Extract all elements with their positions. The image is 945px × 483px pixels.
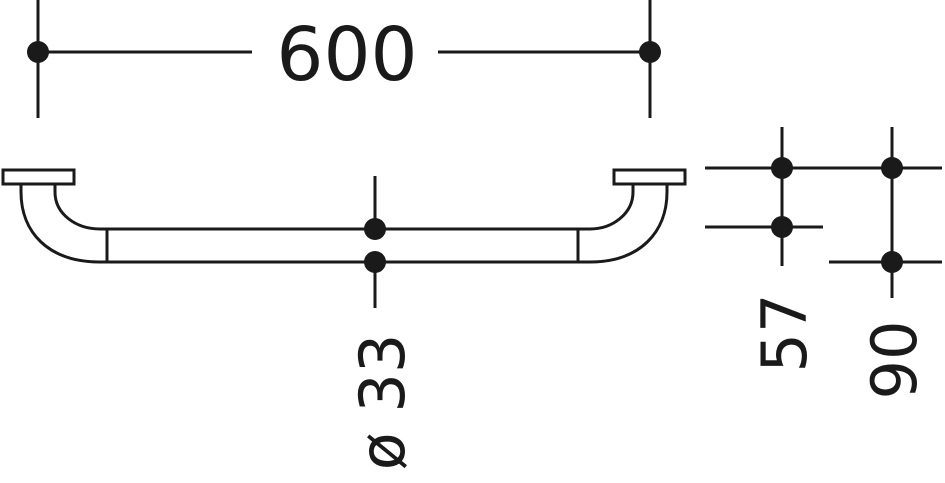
- diameter-label: ø 33: [346, 334, 419, 471]
- depth-label: 90: [858, 321, 931, 400]
- depth-dimension: 90: [829, 127, 942, 399]
- projection-label: 57: [748, 294, 821, 373]
- left-bend-inner: [53, 184, 101, 231]
- left-bend-outer: [19, 184, 101, 264]
- projection-terminator-bottom: [771, 216, 793, 238]
- length-label: 600: [276, 12, 417, 98]
- left-wall-flange: [1, 168, 76, 186]
- projection-terminator-top: [771, 157, 793, 179]
- right-bend-inner: [589, 184, 635, 231]
- projection-dimension: 57: [705, 127, 942, 372]
- diameter-dimension: ø 33: [346, 176, 419, 470]
- length-terminator-right: [639, 41, 661, 63]
- grab-bar-outline: [1, 168, 687, 264]
- depth-terminator-bottom: [881, 251, 903, 273]
- right-bend-outer: [589, 184, 669, 264]
- right-wall-flange: [612, 168, 687, 186]
- diameter-terminator-top: [364, 218, 386, 240]
- diameter-terminator-bottom: [364, 251, 386, 273]
- depth-terminator-top: [881, 157, 903, 179]
- length-terminator-left: [27, 41, 49, 63]
- length-dimension: 600: [27, 0, 661, 118]
